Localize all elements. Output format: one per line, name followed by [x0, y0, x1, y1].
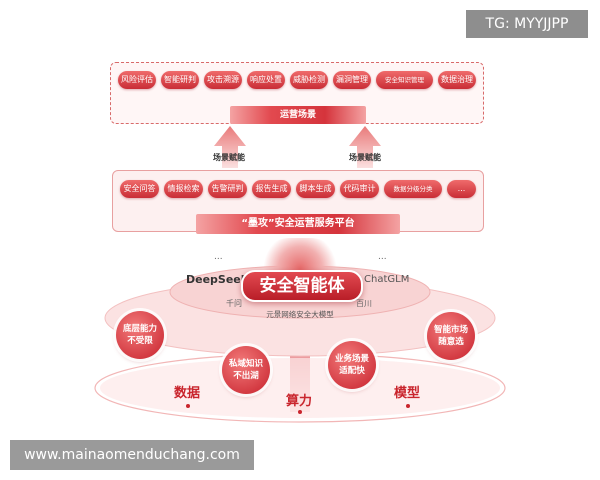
- base-model-label: 元景网络安全大模型: [266, 310, 334, 319]
- right-model-label: ChatGLM: [364, 274, 410, 285]
- foundation-data-dot: [186, 404, 190, 408]
- feature-circle-private: 私域知识 不出湖: [222, 346, 270, 394]
- platform-chip-4: 脚本生成: [296, 180, 335, 198]
- foundation-compute: 算力: [286, 394, 313, 409]
- telegram-watermark: TG: MYYJJPP: [466, 10, 588, 38]
- left-up-arrow: [214, 126, 246, 168]
- platform-chip-5: 代码审计: [340, 180, 379, 198]
- scenario-chip-1: 智能研判: [161, 71, 199, 89]
- feature-circle-scenario: 业务场景 适配快: [328, 341, 376, 389]
- scenario-chip-0: 风险评估: [118, 71, 156, 89]
- ai-core-title: 安全智能体: [241, 270, 363, 302]
- scenario-chip-2: 攻击溯源: [204, 71, 242, 89]
- scenario-bar: 运营场景: [230, 106, 366, 124]
- feature-circle-underlying: 底层能力 不受限: [116, 311, 164, 359]
- platform-chip-1: 情报检索: [164, 180, 203, 198]
- feature-circle-market: 智能市场 随意选: [427, 312, 475, 360]
- foundation-model: 模型: [394, 386, 421, 401]
- platform-chip-6: 数据分级分类: [384, 180, 442, 198]
- right-sub-model: 百川: [356, 299, 372, 308]
- foundation-model-dot: [406, 404, 410, 408]
- platform-chip-3: 报告生成: [252, 180, 291, 198]
- platform-chip-0: 安全问答: [120, 180, 159, 198]
- platform-bar: “墨攻”安全运营服务平台: [196, 214, 400, 234]
- scenario-chip-3: 响应处置: [247, 71, 285, 89]
- foundation-data: 数据: [174, 386, 201, 401]
- right-arrow-label: 场景赋能: [349, 153, 381, 162]
- particle-sphere: [262, 238, 338, 272]
- scenario-chip-4: 威胁检测: [290, 71, 328, 89]
- foundation-fill: [100, 358, 500, 418]
- scenario-chip-6: 安全知识管理: [376, 71, 433, 89]
- ellipsis-left: ...: [214, 252, 223, 262]
- platform-chip-7: ...: [447, 180, 476, 198]
- site-watermark: www.mainaomenduchang.com: [10, 440, 254, 470]
- scenario-chip-5: 漏洞管理: [333, 71, 371, 89]
- scenario-chip-7: 数据治理: [438, 71, 476, 89]
- left-model-label: DeepSeek: [186, 273, 249, 286]
- foundation-compute-dot: [298, 410, 302, 414]
- left-arrow-label: 场景赋能: [213, 153, 245, 162]
- ellipsis-right: ...: [378, 252, 387, 262]
- left-sub-model: 千问: [226, 299, 242, 308]
- platform-chip-2: 告警研判: [208, 180, 247, 198]
- right-up-arrow: [349, 126, 381, 168]
